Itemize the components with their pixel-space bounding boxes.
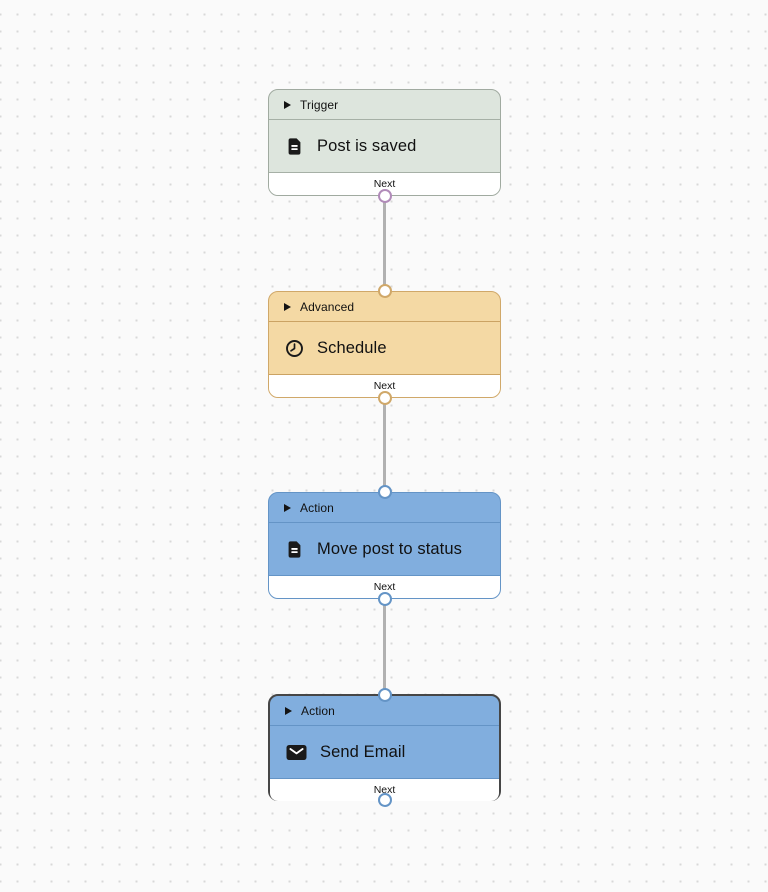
node-category-label: Action xyxy=(300,500,334,515)
node-title: Post is saved xyxy=(317,136,417,155)
next-output-row: Next xyxy=(270,778,499,801)
edge-trigger-to-advanced[interactable] xyxy=(382,196,386,291)
next-label: Next xyxy=(373,380,396,392)
expand-triangle-icon[interactable] xyxy=(285,706,292,715)
node-title: Send Email xyxy=(320,742,406,761)
input-port[interactable] xyxy=(377,284,392,298)
output-port[interactable] xyxy=(377,391,392,405)
node-title: Schedule xyxy=(317,338,387,357)
next-label: Next xyxy=(373,581,396,593)
node-header: Action xyxy=(269,493,500,523)
output-port[interactable] xyxy=(377,189,392,203)
next-output-row: Next xyxy=(269,575,500,598)
node-body: Schedule xyxy=(269,322,500,374)
next-label: Next xyxy=(373,178,396,190)
node-category-label: Advanced xyxy=(300,299,355,314)
expand-triangle-icon[interactable] xyxy=(284,503,291,512)
input-port[interactable] xyxy=(377,485,392,499)
output-port[interactable] xyxy=(377,592,392,606)
node-trigger-post-is-saved[interactable]: Trigger Post is saved Next xyxy=(268,89,501,203)
edge-action-to-action[interactable] xyxy=(382,599,386,694)
node-body: Post is saved xyxy=(269,120,500,172)
next-output-row: Next xyxy=(269,374,500,397)
next-output-row: Next xyxy=(269,172,500,195)
input-port[interactable] xyxy=(377,688,392,702)
clock-icon xyxy=(285,339,304,358)
node-body: Send Email xyxy=(270,726,499,778)
node-title: Move post to status xyxy=(317,539,462,558)
node-advanced-schedule[interactable]: Advanced Schedule Next xyxy=(268,284,501,405)
edge-advanced-to-action[interactable] xyxy=(382,398,386,492)
envelope-icon xyxy=(286,744,307,761)
node-category-label: Action xyxy=(301,703,335,718)
node-action-move-post-to-status[interactable]: Action Move post to status Next xyxy=(268,485,501,606)
node-header: Advanced xyxy=(269,292,500,322)
node-header: Trigger xyxy=(269,90,500,120)
node-body: Move post to status xyxy=(269,523,500,575)
node-header: Action xyxy=(270,696,499,726)
next-label: Next xyxy=(373,784,396,796)
document-icon xyxy=(285,540,304,559)
output-port[interactable] xyxy=(377,793,392,807)
node-category-label: Trigger xyxy=(300,97,339,112)
expand-triangle-icon[interactable] xyxy=(284,302,291,311)
node-action-send-email[interactable]: Action Send Email Next xyxy=(268,688,501,807)
document-icon xyxy=(285,137,304,156)
expand-triangle-icon[interactable] xyxy=(284,100,291,109)
